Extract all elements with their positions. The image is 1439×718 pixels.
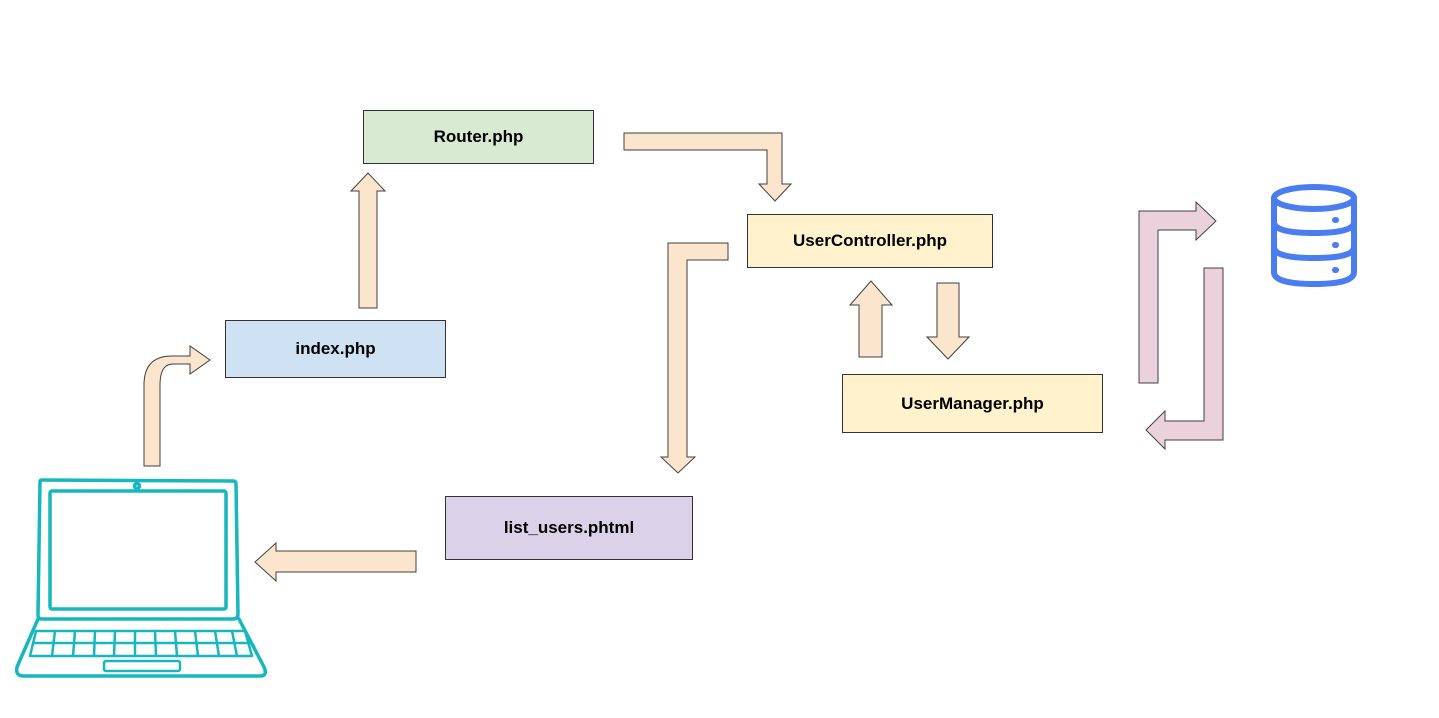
laptop-camera [132,481,142,491]
database-divider-2 [1271,244,1357,261]
list-users-view-node: list_users.phtml [445,496,693,560]
laptop-icon [14,478,268,678]
arrow-index-to-router [349,172,387,309]
arrow-view-to-laptop [254,541,417,583]
laptop-trackpad [102,659,182,673]
database-divider-1 [1271,219,1357,236]
index-node: index.php [225,320,446,378]
database-icon [1271,184,1357,287]
user-controller-label: UserController.php [793,231,947,250]
arrow-database-to-manager [1145,267,1224,451]
arrow-router-to-controller [623,132,793,202]
user-manager-label: UserManager.php [901,393,1044,413]
arrow-manager-to-controller [848,280,894,358]
laptop-screen [48,489,228,611]
laptop-base [14,617,268,678]
router-label: Router.php [433,127,524,146]
list-users-view-label: list_users.phtml [503,518,635,537]
user-manager-node: UserManager.php [842,374,1103,433]
database-top [1271,184,1357,212]
arrow-controller-to-view [659,242,729,474]
arrow-manager-to-database [1138,200,1217,384]
laptop-keyboard [28,629,254,658]
arrow-controller-to-manager [925,282,971,360]
database-body [1271,195,1357,287]
user-controller-node: UserController.php [747,214,993,268]
laptop-lid [36,478,240,621]
arrow-laptop-to-index [143,345,211,467]
index-label: index.php [295,339,376,358]
router-node: Router.php [363,110,594,164]
